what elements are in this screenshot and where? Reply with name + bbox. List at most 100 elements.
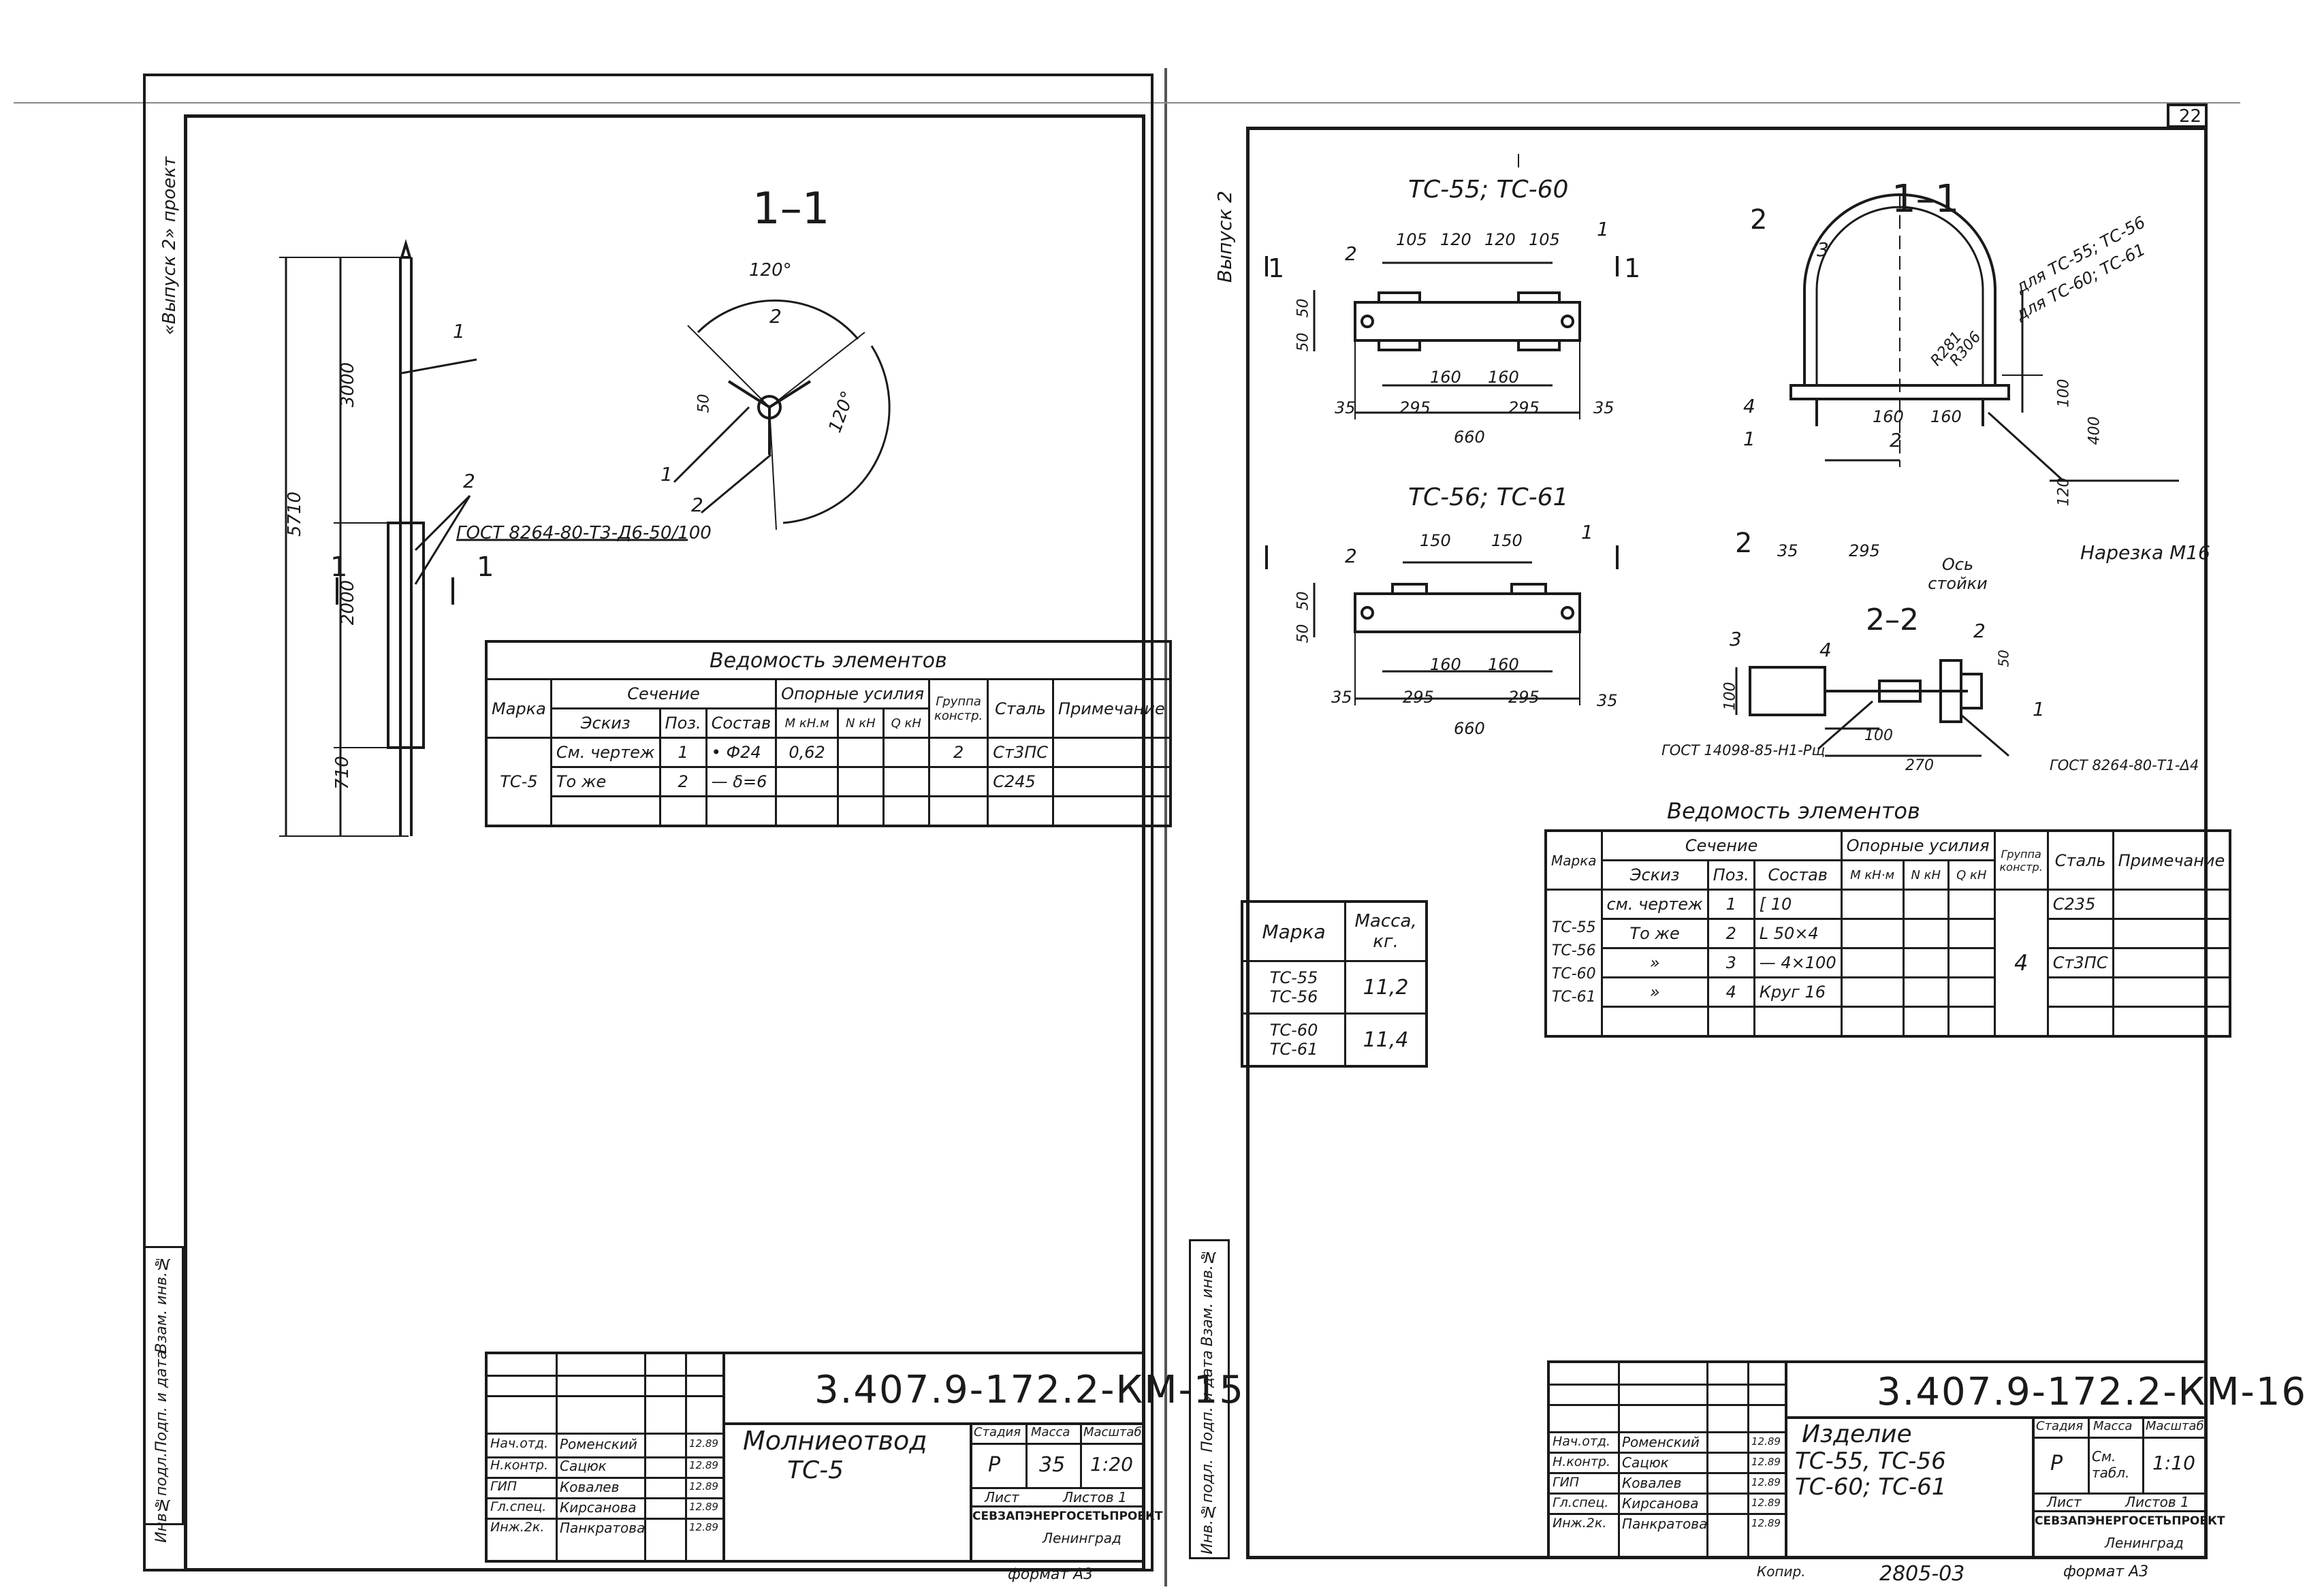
- right-name-2: Ковалев: [1622, 1475, 1682, 1491]
- left-cell-sostav: — δ=6: [705, 766, 778, 797]
- thread-leader: [1987, 411, 2065, 482]
- view-b-channel: [1354, 592, 1581, 633]
- table-row: » 3 — 4×100 Ст3ПС: [1546, 947, 2231, 978]
- right-cell-sostav: Круг 16: [1753, 976, 1843, 1008]
- view-b-dim-mid-2: 160: [1488, 655, 1519, 674]
- table-row: То же 2 L 50×4: [1546, 918, 2231, 949]
- right-section-11-mark: 2: [1750, 204, 1768, 236]
- right-cell-pos: [1706, 1006, 1755, 1038]
- right-cell-pos: 4: [1706, 976, 1755, 1008]
- left-stage-label: Стадия: [974, 1425, 1021, 1439]
- copy-label: Копир.: [1757, 1563, 1806, 1580]
- right-stamp-replace: Взам. инв.№: [1199, 1248, 1216, 1347]
- sec22-dim-270: 270: [1905, 757, 1934, 774]
- left-cell-note: [1052, 737, 1172, 768]
- left-role-3: Гл.спец.: [490, 1499, 547, 1514]
- right-th-n: N кН: [1902, 859, 1950, 891]
- view-a-channel: [1354, 301, 1581, 342]
- right-cell-sostav: [ 10: [1753, 889, 1843, 920]
- sec11-callout-2: 2: [1890, 429, 1902, 451]
- thread-label: Нарезка М16: [2080, 541, 2210, 564]
- right-role-4: Инж.2к.: [1553, 1516, 1607, 1531]
- left-name-0: Роменский: [560, 1436, 637, 1452]
- dim-middle: 2000: [338, 579, 359, 626]
- left-title-block: Нач.отд. Н.контр. ГИП Гл.спец. Инж.2к. Р…: [485, 1352, 1243, 1563]
- sec22-dim-100b: 100: [1864, 727, 1893, 744]
- right-product-name-3: ТС-60; ТС-61: [1795, 1473, 1947, 1501]
- right-section-22-title: 2–2: [1866, 603, 1919, 637]
- view-a-dim-bot-4: 35: [1593, 398, 1614, 417]
- right-th-steel: Сталь: [2046, 829, 2114, 891]
- mass-th-mass: Масса, кг.: [1344, 900, 1428, 962]
- sec22-callout-2: 2: [1973, 620, 1986, 642]
- left-scale: 1:20: [1090, 1453, 1133, 1475]
- table-row: ТС-55 ТС-56 ТС-60 ТС-61 см. чертеж 1 [ 1…: [1544, 889, 2231, 1038]
- right-cell-sketch: см. чертеж: [1600, 889, 1709, 920]
- view-b-side-1: 50: [1294, 591, 1312, 611]
- right-th-note: Примечание: [2112, 829, 2231, 891]
- left-role-4: Инж.2к.: [490, 1520, 545, 1535]
- left-sheet-label: Лист: [985, 1489, 1019, 1505]
- right-mass-label: Масса: [2093, 1419, 2133, 1433]
- right-table-title: Ведомость элементов: [1667, 798, 1920, 824]
- view-a-dim-bot-3: 295: [1508, 398, 1540, 417]
- table-row: [1546, 1006, 2231, 1038]
- callout-rod-2: 2: [463, 470, 475, 492]
- right-stamp-inv: Инв.№подл.: [1199, 1459, 1216, 1554]
- fold-line: [1164, 68, 1167, 1586]
- left-drawing-frame: [184, 114, 1145, 1571]
- right-section-mark-left: 1: [1268, 253, 1285, 283]
- right-cell-pos: 1: [1706, 889, 1755, 920]
- right-margin-label: Выпуск 2: [1213, 191, 1236, 283]
- left-cell-n: [837, 766, 885, 797]
- right-cell-steel: [2046, 976, 2114, 1008]
- right-cell-sostav: L 50×4: [1753, 918, 1843, 949]
- left-product-name-2: ТС-5: [787, 1456, 844, 1484]
- view-b-title: ТС-56; ТС-61: [1408, 483, 1569, 511]
- right-name-3: Кирсанова: [1622, 1495, 1699, 1512]
- view-a-dim-mid-2: 160: [1488, 368, 1519, 387]
- left-name-2: Ковалев: [560, 1479, 620, 1495]
- right-cell-sketch: [1600, 1006, 1709, 1038]
- sec11-callout-3: 3: [1817, 238, 1829, 261]
- left-elements-table: Ведомость элементов Марка Сечение Опорны…: [485, 640, 1172, 827]
- right-section-mark-right: 1: [1624, 253, 1641, 283]
- left-margin-label: «Выпуск 2» проект: [159, 157, 180, 336]
- sec22-callout-3: 3: [1730, 628, 1742, 650]
- left-th-group: Группа констр.: [928, 678, 989, 739]
- right-marka-2: ТС-60: [1551, 965, 1596, 983]
- right-cell-pos: 3: [1706, 947, 1755, 978]
- callout-rod-1: 1: [453, 320, 465, 342]
- right-date-3: 12.89: [1751, 1497, 1781, 1509]
- left-cell-steel: Ст3ПС: [987, 737, 1055, 768]
- left-city: Ленинград: [1043, 1530, 1121, 1546]
- right-sheets-label: Листов 1: [2125, 1494, 2189, 1510]
- left-cell-sostav: • Ф24: [705, 737, 778, 768]
- angle-arc-2: [782, 345, 891, 524]
- dim-total: 5710: [285, 491, 306, 537]
- right-sheet-code: 3.407.9-172.2-КМ-16: [1877, 1370, 2307, 1414]
- right-cell-steel: [2046, 1006, 2114, 1038]
- left-th-n: N кН: [837, 707, 885, 739]
- leader-2: [414, 494, 471, 552]
- sec11-dim-35: 35: [1777, 541, 1798, 560]
- view-b-dim-bot-1: 35: [1331, 688, 1352, 707]
- right-section-11-title: 1–1: [1892, 177, 1960, 221]
- left-th-pos: Поз.: [658, 707, 707, 739]
- left-product-name-1: Молниеотвод: [743, 1426, 927, 1456]
- view-a-dim-bot-1: 35: [1335, 398, 1356, 417]
- leader-1: [401, 358, 477, 374]
- right-stage-label: Стадия: [2036, 1419, 2084, 1433]
- right-date-4: 12.89: [1751, 1517, 1781, 1529]
- left-th-q: Q кН: [882, 707, 931, 739]
- left-cell-group: 2: [928, 737, 989, 768]
- left-th-forces: Опорные усилия: [775, 678, 931, 709]
- fin-1: [727, 380, 771, 409]
- left-date-0: 12.89: [689, 1437, 718, 1450]
- view-a-dim-4: 105: [1529, 230, 1560, 249]
- right-th-group: Группа констр.: [1993, 829, 2049, 891]
- right-th-marka: Марка: [1544, 829, 1603, 891]
- left-sheet-code: 3.407.9-172.2-КМ-15: [814, 1368, 1245, 1412]
- right-date-1: 12.89: [1751, 1456, 1781, 1468]
- sec11-callout-1: 1: [1743, 428, 1755, 450]
